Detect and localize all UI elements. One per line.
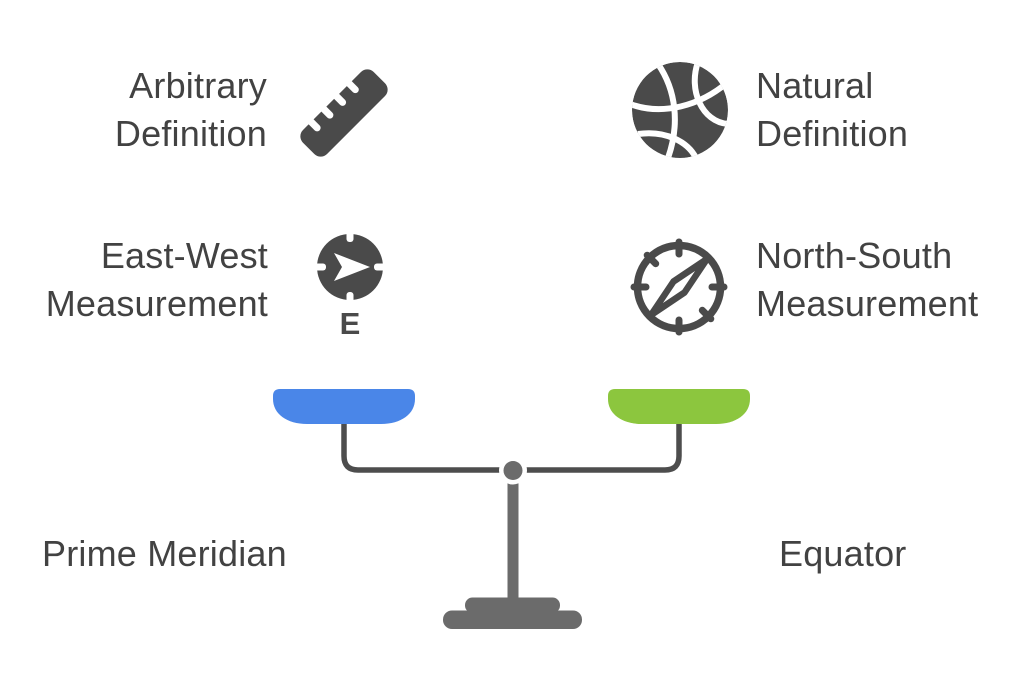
natural-definition-label: Natural Definition — [756, 62, 908, 158]
balance-scale — [273, 389, 750, 629]
scale-post — [507, 470, 519, 601]
label-line: Arbitrary — [129, 65, 267, 106]
label-line: North-South — [756, 235, 953, 276]
globe-icon — [632, 62, 728, 158]
label-line: Measurement — [45, 283, 268, 324]
label-line: Definition — [114, 113, 267, 154]
label-line: Natural — [756, 65, 874, 106]
arbitrary-definition-label: Arbitrary Definition — [115, 62, 267, 158]
scale-pivot — [503, 461, 523, 480]
right-pan — [608, 389, 750, 424]
scale-base-lower — [443, 610, 582, 629]
compass-east-icon: E — [314, 230, 386, 336]
east-west-measurement-label: East-West Measurement — [46, 232, 268, 328]
prime-meridian-label: Prime Meridian — [42, 533, 287, 574]
left-pan — [273, 389, 415, 424]
compass-letter-e: E — [340, 306, 361, 336]
scale-base-upper — [465, 597, 560, 613]
equator-label: Equator — [779, 533, 907, 574]
ruler-icon — [300, 69, 388, 157]
label-line: Measurement — [756, 283, 979, 324]
scale-beam-right — [510, 421, 682, 473]
label-line: Definition — [756, 113, 909, 154]
compass-icon — [630, 238, 728, 336]
label-line: East-West — [100, 235, 268, 276]
north-south-measurement-label: North-South Measurement — [756, 232, 978, 328]
scale-beam-left — [341, 421, 516, 473]
